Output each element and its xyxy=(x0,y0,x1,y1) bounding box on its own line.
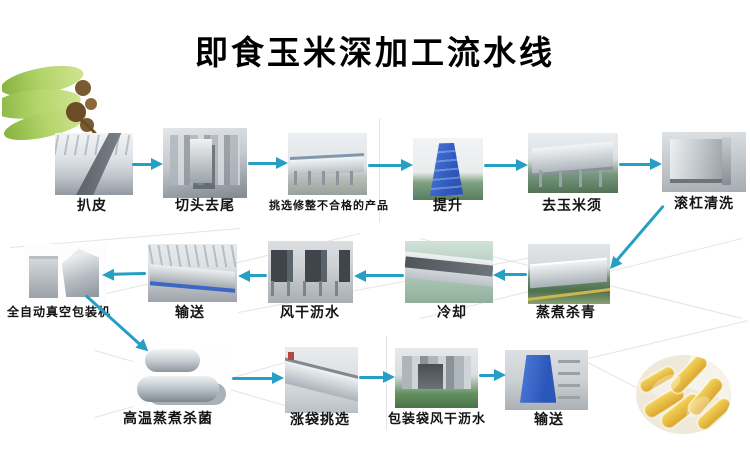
arrow-line xyxy=(503,273,527,277)
machine-photo-sorting-trim xyxy=(288,133,367,195)
machine-photo-lifting xyxy=(413,138,483,200)
step-label-desilking: 去玉米须 xyxy=(542,197,602,213)
arrow-line xyxy=(248,161,278,165)
arrow-head-icon xyxy=(238,270,250,283)
step-label-air-drying: 风干沥水 xyxy=(280,304,340,320)
arrow-line xyxy=(232,376,274,380)
arrow-head-icon xyxy=(101,269,115,282)
machine-photo-conveying-2 xyxy=(505,350,588,410)
arrow-line xyxy=(484,163,518,167)
arrow-line xyxy=(359,375,385,379)
step-label-blanching: 蒸煮杀青 xyxy=(536,304,596,320)
arrow-line xyxy=(364,274,404,278)
step-label-lifting: 提升 xyxy=(433,197,463,213)
arrow-line xyxy=(132,162,153,166)
machine-photo-cut-head-tail xyxy=(163,128,247,198)
page-title: 即食玉米深加工流水线 xyxy=(195,34,555,71)
arrow-line xyxy=(248,274,267,278)
machine-photo-desilking xyxy=(528,133,618,193)
step-label-swollen-bag-sorting: 涨袋挑选 xyxy=(290,411,350,427)
step-label-roller-washing: 滚杠清洗 xyxy=(674,195,734,211)
arrow-head-icon xyxy=(276,156,288,169)
flow-arrow-conveying-1-to-vacuum-packing xyxy=(101,269,147,282)
step-label-peeling: 扒皮 xyxy=(77,197,107,213)
machine-photo-sterilizing xyxy=(133,347,231,409)
flow-arrow-vacuum-packing-to-sterilizing xyxy=(84,293,153,356)
arrow-line xyxy=(368,163,403,167)
arrow-line xyxy=(479,373,496,377)
machine-photo-conveying-1 xyxy=(148,244,237,302)
arrow-line xyxy=(615,205,666,263)
machine-photo-swollen-bag-sorting xyxy=(285,347,358,413)
machine-photo-blanching xyxy=(528,244,610,304)
watermark-line xyxy=(386,336,387,430)
step-label-vacuum-packing: 全自动真空包装机 xyxy=(6,305,112,319)
arrow-line xyxy=(84,293,142,346)
arrow-head-icon xyxy=(650,157,662,170)
arrow-head-icon xyxy=(401,158,413,171)
step-label-cooling: 冷却 xyxy=(437,304,467,320)
arrow-head-icon xyxy=(516,158,528,171)
watermark-line xyxy=(588,320,749,359)
arrow-head-icon xyxy=(354,270,366,283)
machine-photo-vacuum-packing xyxy=(24,244,106,306)
step-label-sterilizing: 高温蒸煮杀菌 xyxy=(123,410,213,426)
step-label-conveying-2: 输送 xyxy=(534,411,564,427)
arrow-head-icon xyxy=(383,370,395,383)
step-label-cut-head-tail: 切头去尾 xyxy=(175,197,235,213)
packed-corn-image xyxy=(636,355,731,434)
arrow-head-icon xyxy=(494,368,506,381)
arrow-line xyxy=(111,272,147,277)
arrow-head-icon xyxy=(272,371,284,384)
arrow-line xyxy=(619,162,652,166)
step-label-sorting-trim: 挑选修整不合格的产品 xyxy=(269,200,389,212)
machine-photo-peeling xyxy=(55,133,133,195)
step-label-conveying-1: 输送 xyxy=(175,304,205,320)
arrow-head-icon xyxy=(493,269,505,282)
machine-photo-roller-washing xyxy=(662,132,746,192)
machine-photo-bag-air-drying xyxy=(395,348,478,408)
arrow-head-icon xyxy=(151,157,163,170)
machine-photo-air-drying xyxy=(268,241,353,303)
step-label-bag-air-drying: 包装袋风干沥水 xyxy=(387,411,487,426)
machine-photo-cooling xyxy=(405,241,493,303)
fresh-corn-image xyxy=(2,60,112,142)
